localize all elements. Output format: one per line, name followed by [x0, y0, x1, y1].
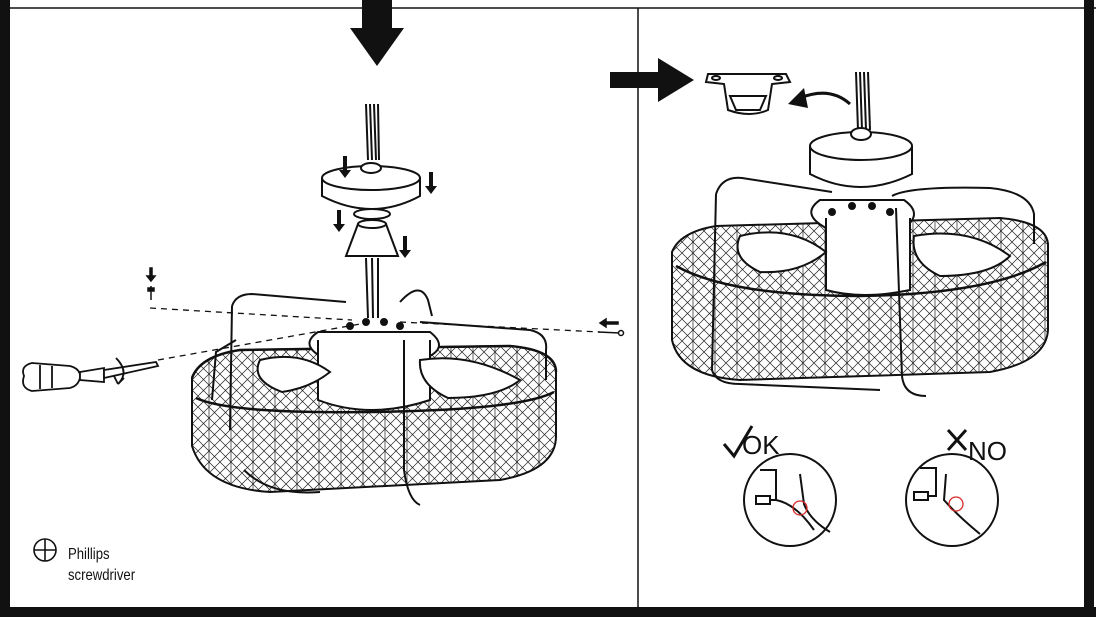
tool-name-line2: screwdriver — [68, 567, 136, 584]
fan-assembly — [190, 289, 558, 506]
no-detail — [905, 453, 999, 547]
tool-name: Phillips screwdriver — [68, 544, 135, 586]
down-arrow-icon — [339, 156, 351, 178]
cross-icon — [946, 428, 968, 452]
curved-arrow-icon — [799, 91, 852, 106]
screwdriver — [22, 357, 160, 392]
canopy — [321, 162, 421, 210]
wire-bundle — [365, 103, 380, 161]
fan-assembly-right — [671, 176, 1049, 397]
left-panel — [22, 0, 625, 562]
tool-name-line1: Phillips — [68, 546, 110, 563]
mounting-bracket — [704, 73, 792, 115]
step-down-arrow-icon — [350, 0, 404, 66]
highlight-circle — [792, 500, 808, 516]
no-label: NO — [968, 436, 1007, 466]
downrod-cover — [344, 208, 400, 257]
ok-label: OK — [742, 430, 780, 460]
down-arrow-icon — [333, 210, 345, 232]
phillips-head-icon — [33, 538, 57, 562]
down-arrow-icon — [425, 172, 437, 194]
down-arrow-icon — [399, 236, 411, 258]
right-panel — [610, 58, 1049, 547]
screw — [145, 267, 157, 300]
canopy-right — [809, 127, 913, 188]
step-right-arrow-icon — [610, 58, 694, 102]
highlight-circle — [948, 496, 964, 512]
checkmark-icon — [722, 425, 754, 459]
side-screw — [597, 317, 625, 337]
ok-detail — [743, 453, 837, 547]
